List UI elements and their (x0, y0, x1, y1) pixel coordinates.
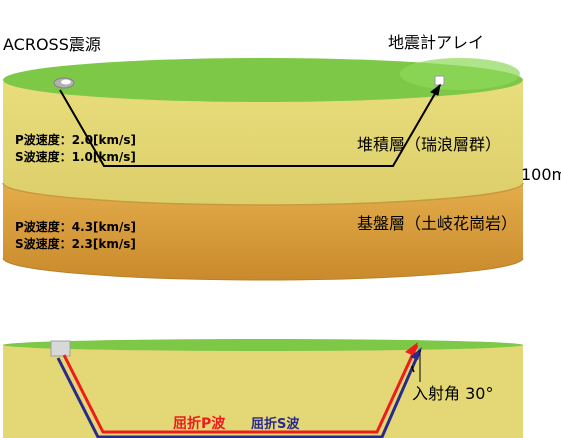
source-label: ACROSS震源 (3, 35, 101, 54)
incidence-angle-label: 入射角 30° (412, 384, 493, 403)
s-ray-arrowhead (410, 347, 422, 360)
ground-surface (3, 58, 523, 102)
lower-block (3, 339, 523, 438)
ground-surface-highlight (400, 58, 520, 90)
sediment-p-velocity: P波速度：2.0[km/s] (15, 132, 136, 147)
basement-layer (3, 183, 523, 280)
basement-s-velocity: S波速度：2.3[km/s] (15, 236, 136, 251)
angle-arc (411, 365, 415, 373)
basement-bottom-edge (2, 257, 524, 281)
depth-label: 100m (521, 165, 561, 184)
source-marker-hole (61, 79, 71, 85)
ray-path (59, 84, 441, 167)
sediment-layer (3, 82, 523, 205)
refracted-s-ray (56, 349, 422, 438)
refracted-p-ray (62, 344, 419, 434)
lower-ground-surface (3, 339, 523, 351)
refracted-p-label: 屈折P波 (173, 415, 226, 432)
sediment-layer-label: 堆積層（瑞浪層群） (357, 135, 501, 154)
p-ray-arrowhead (405, 342, 418, 356)
array-label: 地震計アレイ (388, 33, 484, 52)
array-marker (434, 75, 445, 86)
basement-layer-label: 基盤層（土岐花崗岩） (357, 214, 517, 233)
refracted-s-label: 屈折S波 (251, 416, 300, 432)
upper-block (2, 58, 524, 281)
sediment-bottom-edge (2, 182, 524, 206)
lower-source-marker (50, 340, 71, 357)
ray-arrowhead (430, 83, 441, 96)
sediment-s-velocity: S波速度：1.0[km/s] (15, 149, 136, 164)
basement-p-velocity: P波速度：4.3[km/s] (15, 219, 136, 234)
